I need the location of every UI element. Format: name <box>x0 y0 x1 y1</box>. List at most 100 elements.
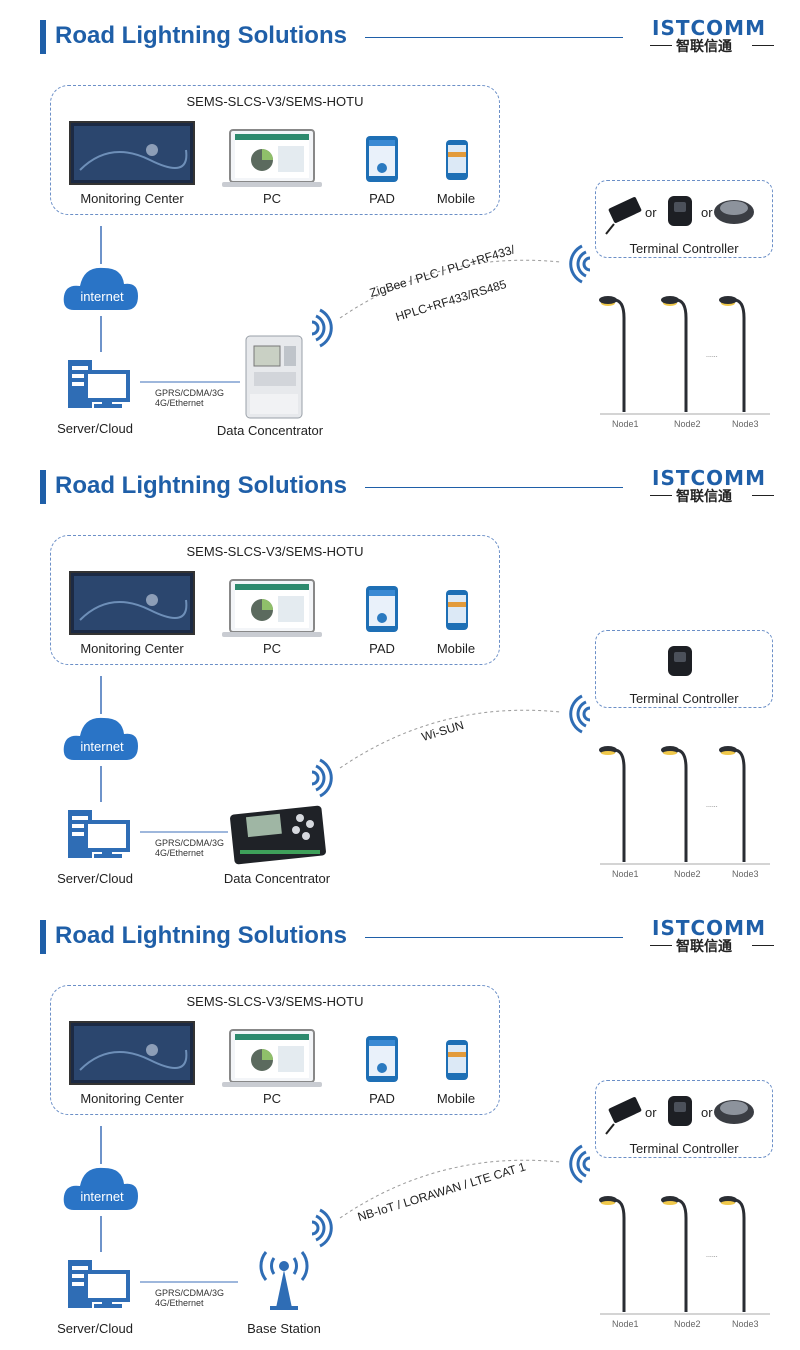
controller-box-icon <box>605 1097 642 1135</box>
terminal-controller-box <box>595 630 773 708</box>
monitoring-center-icon <box>69 121 195 185</box>
street-lamp-poles <box>613 748 746 862</box>
solution-panel-2: Road Lightning Solutions ISTCOMM 智联信通 SE… <box>0 450 800 900</box>
page-title: Road Lightning Solutions <box>55 22 347 49</box>
platform-box <box>50 85 500 215</box>
or-text: or <box>645 1105 657 1120</box>
node-label: Node3 <box>732 1319 759 1329</box>
wireless-signal-icon <box>569 694 591 734</box>
nema-controller-icon <box>668 646 692 676</box>
server-label: Server/Cloud <box>57 871 133 886</box>
pad-label: PAD <box>369 191 395 206</box>
pc-label: PC <box>262 191 282 206</box>
pc-label: PC <box>262 1091 282 1106</box>
server-label: Server/Cloud <box>57 1321 133 1336</box>
street-lamp-poles <box>613 1198 746 1312</box>
controller-box-icon <box>605 197 642 235</box>
logo-rule-right <box>752 495 774 496</box>
internet-label: internet <box>80 289 124 304</box>
node-label: Node1 <box>612 1319 639 1329</box>
logo-chinese: 智联信通 <box>676 489 732 505</box>
data-concentrator-device-icon <box>245 335 303 419</box>
internet-label: internet <box>80 739 124 754</box>
node-label: Node2 <box>674 419 701 429</box>
pc-label: PC <box>262 641 282 656</box>
link-label-2: 4G/Ethernet <box>155 1298 204 1308</box>
pad-tablet-icon <box>366 136 398 182</box>
diagram-graphics <box>63 1021 770 1315</box>
platform-box <box>50 535 500 665</box>
or-text: or <box>701 205 713 220</box>
header-divider <box>365 937 623 938</box>
internet-cloud-icon <box>63 1167 138 1210</box>
company-logo: ISTCOMM 智联信通 <box>648 16 776 56</box>
node-label: Node1 <box>612 869 639 879</box>
header-divider <box>365 37 623 38</box>
gateway-label: Data Concentrator <box>216 423 324 438</box>
diagram-graphics <box>63 571 770 865</box>
terminal-controller-label: Terminal Controller <box>629 1141 739 1156</box>
system-name: SEMS-SLCS-V3/SEMS-HOTU <box>186 544 364 559</box>
logo-rule-right <box>752 945 774 946</box>
mobile-label: Mobile <box>436 1091 476 1106</box>
mobile-label: Mobile <box>436 641 476 656</box>
wireless-signal-icon <box>311 758 333 798</box>
wireless-signal-icon <box>311 1208 333 1248</box>
terminal-controller-box <box>595 1080 773 1158</box>
pc-laptop-icon <box>222 129 322 187</box>
pad-tablet-icon <box>366 586 398 632</box>
gateway-label: Data Concentrator <box>223 871 331 886</box>
pc-laptop-icon <box>222 579 322 637</box>
pad-tablet-icon <box>366 1036 398 1082</box>
logo-chinese: 智联信通 <box>676 939 732 955</box>
logo-brand: ISTCOMM <box>652 16 766 40</box>
header-accent-bar <box>40 920 46 954</box>
node-label: Node3 <box>732 869 759 879</box>
logo-brand: ISTCOMM <box>652 916 766 940</box>
logo-rule-left <box>650 45 672 46</box>
wireless-signal-icon <box>569 1144 591 1184</box>
page-title: Road Lightning Solutions <box>55 922 347 949</box>
company-logo: ISTCOMM 智联信通 <box>648 466 776 506</box>
link-label-1: GPRS/CDMA/3G <box>155 1288 225 1298</box>
monitoring-center-icon <box>69 571 195 635</box>
link-label-2: 4G/Ethernet <box>155 398 204 408</box>
terminal-controller-label: Terminal Controller <box>629 241 739 256</box>
street-lamp-poles <box>613 298 746 412</box>
mobile-phone-icon <box>446 140 468 180</box>
wireless-signal-icon <box>311 308 333 348</box>
node-label: Node2 <box>674 1319 701 1329</box>
server-cloud-icon <box>68 360 130 408</box>
pad-label: PAD <box>369 1091 395 1106</box>
link-label-2: 4G/Ethernet <box>155 848 204 858</box>
monitoring-center-icon <box>69 1021 195 1085</box>
monitoring-center-label: Monitoring Center <box>80 191 184 206</box>
or-text: or <box>701 1105 713 1120</box>
system-name: SEMS-SLCS-V3/SEMS-HOTU <box>186 994 364 1009</box>
server-label: Server/Cloud <box>57 421 133 436</box>
mobile-phone-icon <box>446 1040 468 1080</box>
internet-label: internet <box>80 1189 124 1204</box>
ellipsis: ...... <box>706 802 718 809</box>
company-logo: ISTCOMM 智联信通 <box>648 916 776 956</box>
link-label-1: GPRS/CDMA/3G <box>155 388 225 398</box>
logo-rule-left <box>650 945 672 946</box>
platform-box <box>50 985 500 1115</box>
system-name: SEMS-SLCS-V3/SEMS-HOTU <box>186 94 364 109</box>
pc-laptop-icon <box>222 1029 322 1087</box>
server-cloud-icon <box>68 1260 130 1308</box>
monitoring-center-label: Monitoring Center <box>80 1091 184 1106</box>
terminal-controller-box <box>595 180 773 258</box>
internet-cloud-icon <box>63 717 138 760</box>
link-label-1: GPRS/CDMA/3G <box>155 838 225 848</box>
ellipsis: ...... <box>706 352 718 359</box>
page-title: Road Lightning Solutions <box>55 472 347 499</box>
wireless-signal-icon <box>569 244 591 284</box>
pad-label: PAD <box>369 641 395 656</box>
node-label: Node1 <box>612 419 639 429</box>
header-accent-bar <box>40 470 46 504</box>
diagram-graphics <box>63 121 770 419</box>
data-concentrator-device-icon <box>230 805 326 865</box>
monitoring-center-label: Monitoring Center <box>80 641 184 656</box>
logo-rule-left <box>650 495 672 496</box>
